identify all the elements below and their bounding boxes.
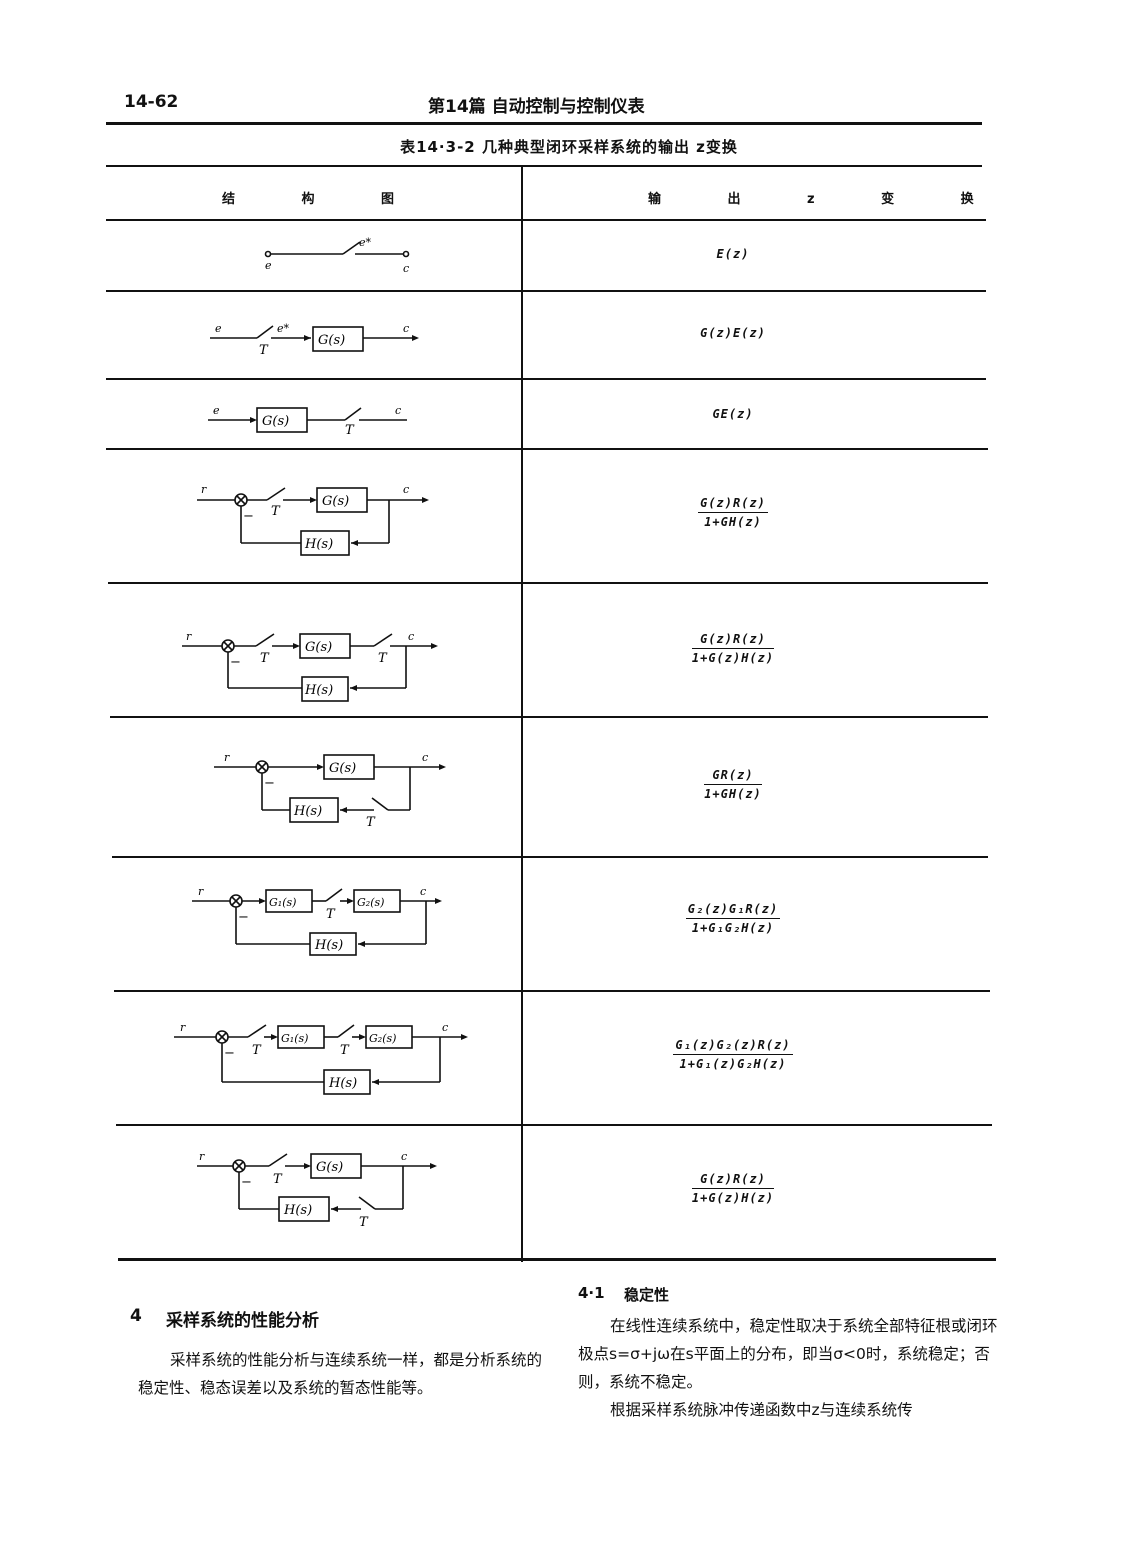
label-sampling-period: T xyxy=(273,1172,283,1187)
row-rule xyxy=(112,856,988,858)
row-rule xyxy=(106,219,986,221)
subsection-paragraph: 在线性连续系统中，稳定性取决于系统全部特征根或闭环极点s=σ+jω在s平面上的分… xyxy=(578,1317,998,1391)
minus-sign: − xyxy=(224,1046,235,1061)
block-diagram-sampler: e e* c xyxy=(264,236,410,275)
block-diagram-closed-loop: r c T T − G(s) H(s) xyxy=(182,630,438,702)
label-sampling-period: T xyxy=(260,651,270,666)
label-r: r xyxy=(198,885,204,898)
label-r: r xyxy=(201,483,207,496)
label-sampling-period: T xyxy=(271,504,281,519)
block-diagram-closed-loop: r c T T − G(s) H(s) xyxy=(197,1150,437,1230)
header-rule xyxy=(106,122,982,125)
subsection-paragraph: 根据采样系统脉冲传递函数中z与连续系统传 xyxy=(610,1401,913,1419)
block-g2: G₂(s) xyxy=(369,1032,396,1045)
label-sampling-period: T xyxy=(378,651,388,666)
block-g2: G₂(s) xyxy=(357,896,384,909)
row-rule xyxy=(114,990,990,992)
label-c: c xyxy=(422,751,428,764)
block-h: H(s) xyxy=(328,1076,357,1091)
subsection-title: 稳定性 xyxy=(624,1286,670,1304)
label-sampling-period: T xyxy=(345,423,355,438)
label-c: c xyxy=(403,322,409,335)
label-r: r xyxy=(180,1021,186,1034)
block-h: H(s) xyxy=(314,938,343,953)
minus-sign: − xyxy=(264,776,275,791)
block-diagram-g-sampler: e c T G(s) xyxy=(208,404,407,438)
block-g1: G₁(s) xyxy=(269,896,296,909)
label-c: c xyxy=(408,630,414,643)
running-title: 第14篇 自动控制与控制仪表 xyxy=(428,97,645,117)
output-formula: G₁(z)G₂(z)R(z)1+G₁(z)G₂H(z) xyxy=(673,1038,793,1071)
row-rule xyxy=(108,582,988,584)
output-formula: G(z)E(z) xyxy=(700,326,766,340)
column-divider xyxy=(521,167,523,1262)
row-rule xyxy=(110,716,988,718)
output-formula: G(z)R(z)1+G(z)H(z) xyxy=(691,1172,775,1205)
label-e: e xyxy=(213,404,220,417)
col-header-output: 输 出 z 变 换 xyxy=(648,192,975,207)
block-g: G(s) xyxy=(318,333,345,348)
block-diagram-closed-loop: r c T T − G₁(s) G₂(s) H(s) xyxy=(174,1021,468,1095)
block-diagram-closed-loop: r c T − G₁(s) G₂(s) H(s) xyxy=(192,885,442,956)
label-e-star: e* xyxy=(277,322,290,335)
label-c: c xyxy=(401,1150,407,1163)
block-g: G(s) xyxy=(305,640,332,655)
block-diagram-sampler-g: e e* c T G(s) xyxy=(210,322,419,358)
label-c: c xyxy=(420,885,426,898)
row-rule xyxy=(106,448,988,450)
label-sampling-period: T xyxy=(326,907,336,922)
section-number: 4 xyxy=(130,1306,142,1326)
block-g: G(s) xyxy=(322,494,349,509)
block-diagram-closed-loop: r c T − G(s) H(s) xyxy=(214,751,446,830)
block-h: H(s) xyxy=(283,1203,312,1218)
table-bottom-rule xyxy=(118,1258,996,1261)
output-formula: G(z)R(z)1+GH(z) xyxy=(698,496,768,529)
block-g: G(s) xyxy=(316,1160,343,1175)
block-h: H(s) xyxy=(304,537,333,552)
row-rule xyxy=(116,1124,992,1126)
col-header-structure: 结 构 图 xyxy=(222,192,396,207)
minus-sign: − xyxy=(243,509,254,524)
label-c: c xyxy=(395,404,401,417)
output-formula: G₂(z)G₁R(z)1+G₁G₂H(z) xyxy=(685,902,781,935)
block-g: G(s) xyxy=(329,761,356,776)
label-c: c xyxy=(403,262,409,275)
page-number: 14-62 xyxy=(124,92,179,112)
block-h: H(s) xyxy=(304,683,333,698)
table-top-rule xyxy=(106,165,982,167)
minus-sign: − xyxy=(241,1175,252,1190)
block-diagram-closed-loop: r c T − G(s) H(s) xyxy=(197,483,429,556)
label-r: r xyxy=(199,1150,205,1163)
label-c: c xyxy=(403,483,409,496)
output-formula: G(z)R(z)1+G(z)H(z) xyxy=(691,632,775,665)
label-sampling-period: T xyxy=(252,1043,262,1058)
label-sampling-period: T xyxy=(366,815,376,830)
label-e: e xyxy=(215,322,222,335)
label-sampling-period: T xyxy=(259,343,269,358)
block-g1: G₁(s) xyxy=(281,1032,308,1045)
output-formula: GR(z)1+GH(z) xyxy=(704,768,762,801)
table-caption: 表14·3-2 几种典型闭环采样系统的输出 z变换 xyxy=(400,138,738,156)
subsection-number: 4·1 xyxy=(578,1284,605,1302)
block-g: G(s) xyxy=(262,414,289,429)
label-e-star: e* xyxy=(359,236,372,249)
label-e: e xyxy=(265,259,272,272)
minus-sign: − xyxy=(230,655,241,670)
section-paragraph: 采样系统的性能分析与连续系统一样，都是分析系统的稳定性、稳态误差以及系统的暂态性… xyxy=(138,1351,543,1397)
section-title: 采样系统的性能分析 xyxy=(166,1311,319,1331)
row-rule xyxy=(106,378,986,380)
label-r: r xyxy=(224,751,230,764)
label-sampling-period: T xyxy=(340,1043,350,1058)
output-formula: GE(z) xyxy=(712,407,754,421)
label-c: c xyxy=(442,1021,448,1034)
minus-sign: − xyxy=(238,910,249,925)
output-formula: E(z) xyxy=(716,247,750,261)
row-rule xyxy=(106,290,986,292)
label-r: r xyxy=(186,630,192,643)
block-h: H(s) xyxy=(293,804,322,819)
label-sampling-period: T xyxy=(359,1215,369,1230)
